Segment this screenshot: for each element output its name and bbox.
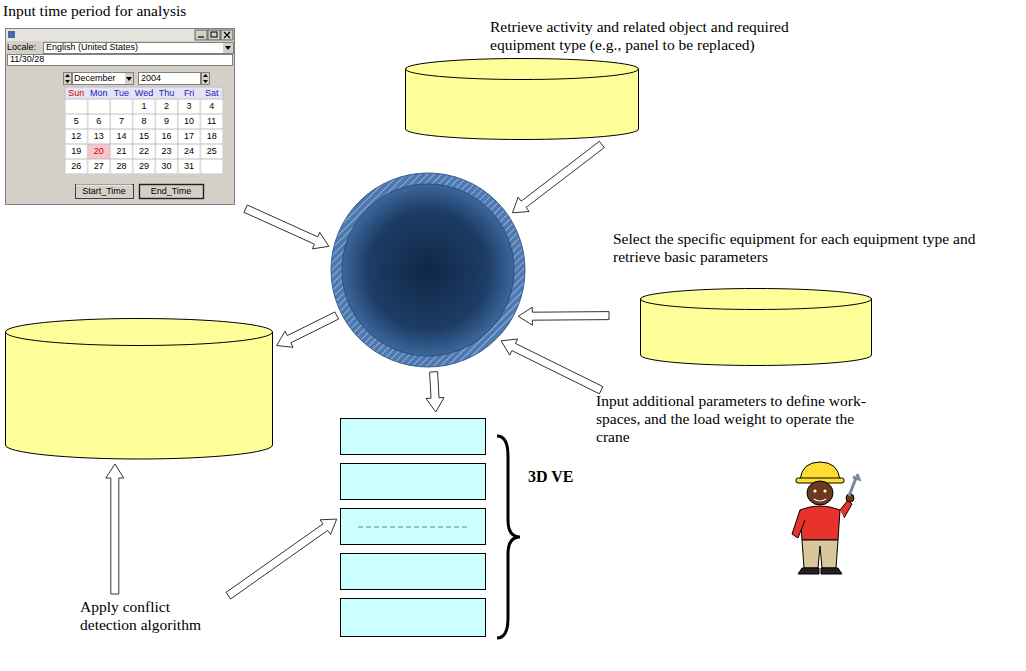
node-text: Retrieve activity and related object and… — [490, 18, 808, 54]
worker-figure — [792, 462, 859, 574]
processing-circle — [331, 173, 525, 367]
calendar-text: Wed — [133, 88, 156, 99]
block-arrow — [426, 372, 444, 412]
calendar-text: Locale: — [7, 42, 43, 53]
calendar-text: Fri — [178, 88, 201, 99]
calendar-text: 1 — [133, 101, 156, 112]
calendar-text: 18 — [200, 131, 223, 142]
algorithm-step: Apply conflict detection algorithm — [80, 598, 225, 638]
calendar-text: 5 — [65, 116, 88, 127]
calendar-text: 28 — [110, 161, 133, 172]
calendar-text: Sun — [65, 88, 88, 99]
block-arrow — [226, 519, 337, 599]
user-input: Input additional parameters to define wo… — [596, 392, 888, 577]
calendar-text: 19 — [65, 146, 88, 157]
calendar-text: 2004 — [141, 73, 199, 84]
ve-stack: 3D VE — [340, 416, 580, 640]
database-step: Retrieve activity and related object and… — [405, 18, 805, 142]
calendar-text: 29 — [133, 161, 156, 172]
calendar-text: Start_Time — [75, 186, 133, 197]
calendar-text: Thu — [155, 88, 178, 99]
calendar-text: 20 — [88, 146, 111, 157]
calendar-text: 8 — [133, 116, 156, 127]
calendar-text: 30 — [155, 161, 178, 172]
calendar-text: 11/30/28 — [10, 54, 110, 65]
calendar-text: Sat — [200, 88, 223, 99]
database-cylinder — [6, 319, 273, 460]
block-arrow — [244, 205, 329, 249]
calendar-text: 12 — [65, 131, 88, 142]
calendar-text: 25 — [200, 146, 223, 157]
block-arrow — [501, 339, 603, 394]
calendar-text: Tue — [110, 88, 133, 99]
calendar-input: Input time period for analysis — [0, 0, 242, 210]
calendar-text: English (United States) — [46, 42, 221, 53]
calendar-text: 15 — [133, 131, 156, 142]
node-text: Input time period for analysis — [3, 0, 242, 20]
calendar-text: 7 — [110, 116, 133, 127]
database-step: Select the specific equipment for each e… — [613, 230, 1018, 368]
calendar-text: 10 — [178, 116, 201, 127]
calendar-text: 14 — [110, 131, 133, 142]
calendar-text: 23 — [155, 146, 178, 157]
calendar-text: 16 — [155, 131, 178, 142]
block-arrow — [106, 464, 124, 594]
database-cylinder — [406, 59, 639, 140]
result-database — [5, 318, 273, 460]
calendar-text: 27 — [88, 161, 111, 172]
calendar-text: December — [74, 73, 124, 84]
calendar-text: 26 — [65, 161, 88, 172]
calendar-text: 31 — [178, 161, 201, 172]
block-arrow — [513, 141, 605, 213]
calendar-text: 6 — [88, 116, 111, 127]
calendar-text: 13 — [88, 131, 111, 142]
node-text: Input additional parameters to define wo… — [596, 392, 888, 446]
calendar-window — [6, 29, 235, 205]
processing-circle — [330, 172, 526, 368]
calendar-text: 9 — [155, 116, 178, 127]
calendar-text: 22 — [133, 146, 156, 157]
node-text: Select the specific equipment for each e… — [613, 230, 1018, 266]
calendar-text: End_Time — [139, 186, 203, 197]
calendar-text: 4 — [200, 101, 223, 112]
calendar-text: 17 — [178, 131, 201, 142]
ve-stack — [341, 419, 521, 639]
block-arrow — [518, 307, 609, 325]
block-arrow — [277, 312, 339, 347]
calendar-text: 24 — [178, 146, 201, 157]
node-text: 3D VE — [528, 416, 580, 486]
database-cylinder — [641, 289, 872, 366]
calendar-text: 11 — [200, 116, 223, 127]
calendar-text: 2 — [155, 101, 178, 112]
calendar-text: 21 — [110, 146, 133, 157]
node-text: Apply conflict detection algorithm — [80, 598, 225, 634]
calendar-text: Mon — [88, 88, 111, 99]
calendar-text: 3 — [178, 101, 201, 112]
